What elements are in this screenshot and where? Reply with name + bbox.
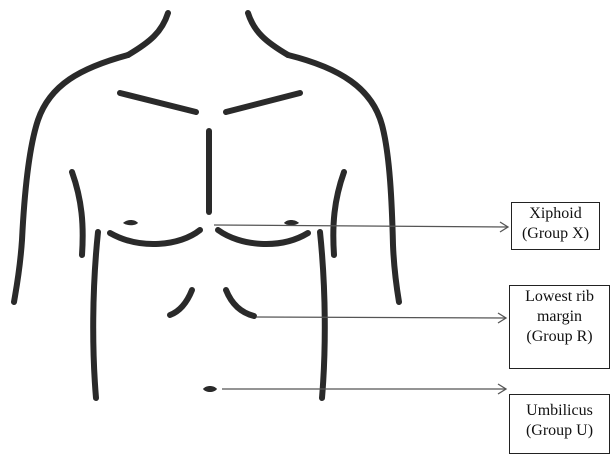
right-inner-arm-line bbox=[333, 172, 344, 255]
left-rib-margin bbox=[170, 290, 192, 315]
left-collarbone bbox=[120, 93, 196, 112]
xiphoid-group-label: (Group X) bbox=[515, 224, 596, 244]
left-inner-arm-line bbox=[72, 172, 83, 255]
xiphoid-label-box: Xiphoid (Group X) bbox=[511, 202, 600, 250]
right-rib-margin bbox=[226, 290, 254, 316]
left-shoulder-arm-outline bbox=[14, 55, 128, 302]
right-nipple bbox=[284, 220, 299, 225]
xiphoid-label: Xiphoid bbox=[515, 204, 596, 224]
rib-pointer-arrow bbox=[256, 313, 506, 323]
left-pectoral-curve bbox=[110, 230, 200, 244]
umbilicus-label-box: Umbilicus (Group U) bbox=[509, 394, 610, 454]
rib-group-label: (Group R) bbox=[513, 327, 606, 347]
lowest-rib-margin-label-box: Lowest rib margin (Group R) bbox=[509, 285, 610, 369]
neck-right-line bbox=[248, 13, 288, 55]
umbilicus-pointer-arrow bbox=[222, 384, 506, 394]
rib-label-line1: Lowest rib bbox=[513, 287, 606, 307]
rib-label-line2: margin bbox=[513, 307, 606, 327]
right-pectoral-curve bbox=[218, 230, 308, 244]
umbilicus-mark bbox=[203, 386, 217, 392]
neck-left-line bbox=[128, 13, 168, 55]
xiphoid-pointer-arrow bbox=[214, 222, 508, 232]
left-nipple bbox=[123, 220, 138, 225]
right-collarbone bbox=[226, 93, 300, 112]
umbilicus-group-label: (Group U) bbox=[513, 421, 606, 441]
left-torso-side bbox=[93, 232, 98, 398]
right-torso-side bbox=[320, 232, 325, 398]
umbilicus-label: Umbilicus bbox=[513, 401, 606, 421]
